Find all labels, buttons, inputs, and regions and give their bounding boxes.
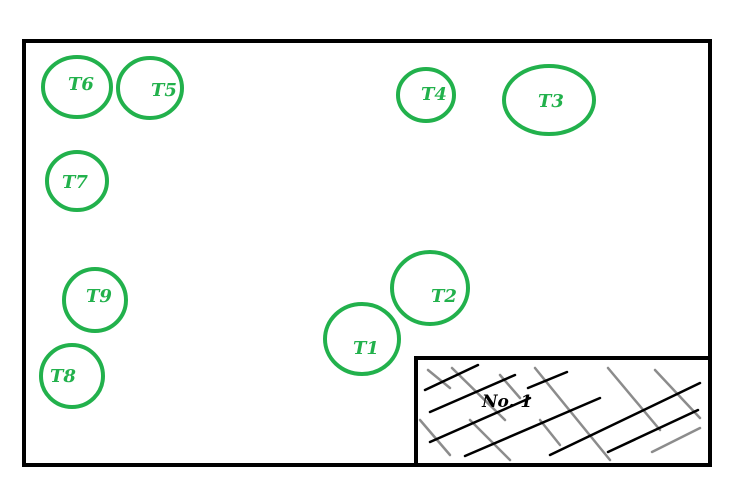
tree-crown-circle (116, 56, 184, 120)
tree-t4: T4 (396, 67, 456, 123)
tree-t8: T8 (39, 343, 105, 409)
tree-crown-circle (41, 55, 113, 119)
tree-crown-circle (45, 150, 109, 212)
zone-no-1: No. 1 (414, 356, 712, 467)
hatch-line (548, 381, 702, 457)
hatch-line (650, 426, 702, 454)
tree-crown-circle (502, 64, 596, 136)
tree-crown-circle (62, 267, 128, 333)
hatch-line (463, 396, 602, 458)
tree-t9: T9 (62, 267, 128, 333)
hatch-line (423, 363, 480, 392)
hatch-line (428, 373, 517, 414)
zone-label: No. 1 (481, 392, 532, 412)
tree-label: T4 (421, 84, 447, 105)
zone-hatching (418, 363, 702, 462)
hatch-line (418, 418, 452, 457)
tree-label: T3 (538, 91, 564, 112)
tree-label: T7 (62, 172, 88, 193)
tree-crown-circle (39, 343, 105, 409)
hatch-line (426, 368, 452, 390)
tree-t5: T5 (116, 56, 184, 120)
tree-label: T1 (353, 338, 379, 359)
hatch-line (428, 396, 532, 444)
hatch-line (606, 366, 662, 432)
tree-t6: T6 (41, 55, 113, 119)
tree-label: T6 (68, 74, 94, 95)
hatch-line (606, 408, 700, 454)
trees: T1 T2 T3 T4 T5 T6 T7 T8 (39, 55, 596, 409)
site-boundary (22, 39, 712, 467)
tree-t2: T2 (390, 250, 470, 326)
hatch-line (538, 418, 562, 447)
tree-t3: T3 (502, 64, 596, 136)
tree-crown-circle (396, 67, 456, 123)
tree-label: T8 (50, 366, 76, 387)
tree-t7: T7 (45, 150, 109, 212)
hatch-line (450, 366, 507, 422)
tree-crown-circle (390, 250, 470, 326)
tree-crown-circle (323, 302, 401, 376)
tree-label: T9 (86, 286, 112, 307)
hatch-line (468, 418, 512, 462)
tree-t1: T1 (323, 302, 401, 376)
hatch-line (526, 370, 569, 390)
zone-boundary (414, 356, 712, 467)
hatch-line (533, 366, 612, 462)
tree-label: T2 (431, 286, 457, 307)
tree-label: T5 (151, 80, 177, 101)
